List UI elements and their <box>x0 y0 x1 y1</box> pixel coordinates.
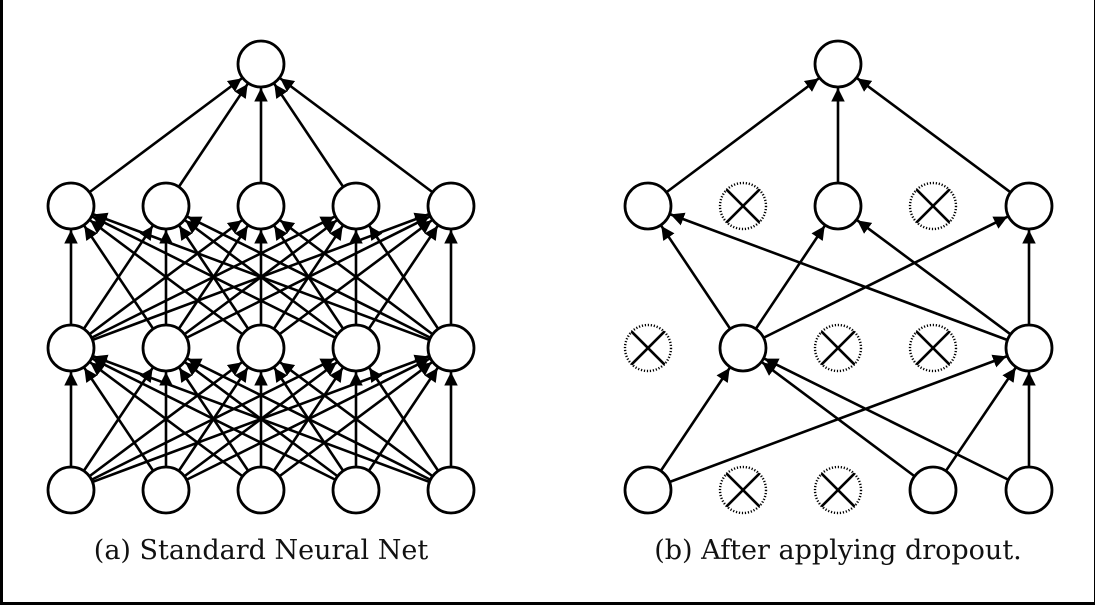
panel-dropout-net <box>623 39 1054 515</box>
connection-arrow <box>83 225 155 330</box>
connection-arrow <box>279 361 434 478</box>
cross-icon <box>725 188 761 224</box>
input-unit <box>623 465 673 515</box>
nodes <box>46 39 476 515</box>
hidden-1-unit <box>331 323 381 373</box>
dropped-unit <box>718 181 768 231</box>
connection-arrow <box>279 219 434 336</box>
dropped-unit <box>908 181 958 231</box>
cross-icon <box>725 472 761 508</box>
connection-arrow <box>763 215 1009 339</box>
cross-icon <box>915 330 951 366</box>
hidden-1-unit <box>236 323 286 373</box>
nodes <box>623 39 1054 515</box>
connection-arrow <box>279 77 434 194</box>
connection-arrow <box>368 367 440 472</box>
output-unit <box>813 39 863 89</box>
hidden-1-unit <box>1004 323 1054 373</box>
dropped-unit <box>813 323 863 373</box>
connection-arrow <box>761 361 916 478</box>
panel-standard-net <box>46 39 476 515</box>
hidden-2-unit <box>1004 181 1054 231</box>
input-unit <box>331 465 381 515</box>
hidden-2-unit <box>813 181 863 231</box>
dropped-unit <box>718 465 768 515</box>
connection-arrow <box>91 215 336 339</box>
hidden-2-unit <box>426 181 476 231</box>
connection-arrow <box>177 83 249 188</box>
connection-arrow <box>368 225 440 330</box>
caption-standard-net: (a) Standard Neural Net <box>93 535 429 566</box>
connection-arrow <box>83 367 155 472</box>
connection-arrow <box>660 225 732 330</box>
dropped-unit <box>623 323 673 373</box>
input-unit <box>908 465 958 515</box>
edges <box>64 77 458 484</box>
connection-arrow <box>670 212 1008 342</box>
input-unit <box>141 465 191 515</box>
hidden-1-unit <box>718 323 768 373</box>
connection-arrow <box>91 357 336 481</box>
connection-arrow <box>88 77 243 194</box>
cross-icon <box>820 472 856 508</box>
cross-icon <box>630 330 666 366</box>
connection-arrow <box>273 83 345 188</box>
connection-arrow <box>89 361 244 478</box>
connection-arrow <box>186 215 431 339</box>
connection-arrow <box>93 212 430 342</box>
hidden-1-unit <box>46 323 96 373</box>
hidden-1-unit <box>426 323 476 373</box>
hidden-1-unit <box>141 323 191 373</box>
hidden-2-unit <box>46 181 96 231</box>
cross-icon <box>820 330 856 366</box>
edges <box>659 77 1036 484</box>
input-unit <box>46 465 96 515</box>
connection-arrow <box>763 357 1009 481</box>
connection-arrow <box>93 354 430 484</box>
connection-arrow <box>186 357 431 481</box>
connection-arrow <box>754 225 826 330</box>
caption-dropout-net: (b) After applying dropout. <box>654 535 1022 566</box>
connection-arrow <box>89 219 244 336</box>
input-unit <box>236 465 286 515</box>
hidden-2-unit <box>331 181 381 231</box>
connection-arrow <box>665 77 820 194</box>
hidden-2-unit <box>236 181 286 231</box>
input-unit <box>426 465 476 515</box>
connection-arrow <box>944 367 1017 472</box>
connection-arrow <box>856 77 1012 194</box>
hidden-2-unit <box>141 181 191 231</box>
output-unit <box>236 39 286 89</box>
cross-icon <box>915 188 951 224</box>
dropped-unit <box>908 323 958 373</box>
connection-arrow <box>659 367 731 472</box>
input-unit <box>1004 465 1054 515</box>
connection-arrow <box>856 219 1012 336</box>
hidden-2-unit <box>623 181 673 231</box>
dropped-unit <box>813 465 863 515</box>
